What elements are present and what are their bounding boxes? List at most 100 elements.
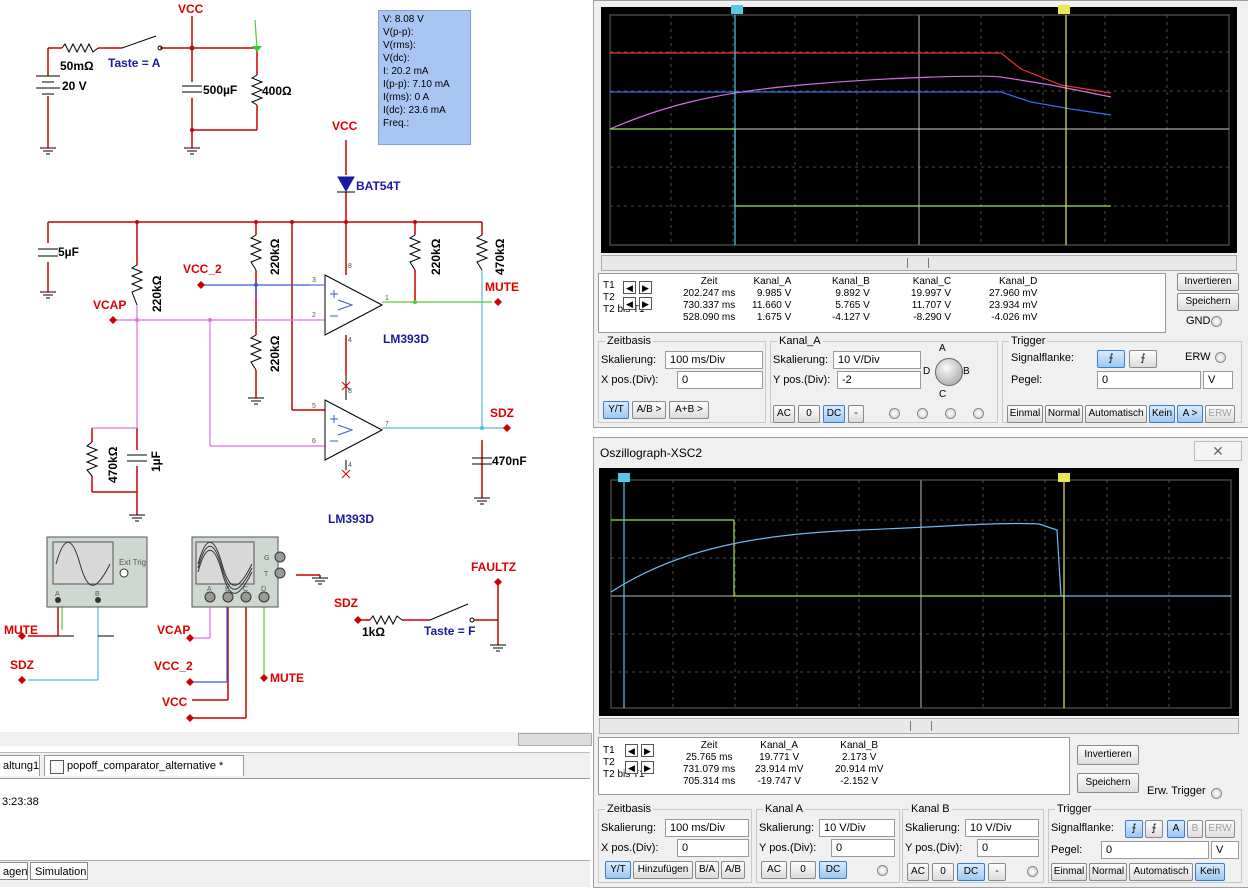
s2-t1-right-button[interactable]: ▶ bbox=[641, 744, 654, 757]
t1-right-button[interactable]: ▶ bbox=[639, 281, 652, 294]
s2-cell-t1-zeit: 25.765 ms bbox=[685, 752, 733, 763]
s2-trig-b-button[interactable]: B bbox=[1187, 820, 1203, 838]
scope2-scroll-thumb[interactable] bbox=[910, 721, 932, 731]
s2-invert-button[interactable]: Invertieren bbox=[1077, 745, 1139, 765]
pegel-unit[interactable]: V bbox=[1203, 371, 1233, 389]
s2-einmal-button[interactable]: Einmal bbox=[1051, 863, 1087, 881]
terminal-c[interactable] bbox=[945, 408, 956, 419]
s2-falling-edge-icon[interactable]: ⨍ bbox=[1145, 820, 1163, 838]
zeitbasis-skal-field[interactable]: 100 ms/Div bbox=[665, 351, 763, 369]
cursor2-marker[interactable] bbox=[1058, 5, 1070, 14]
t1-left-button[interactable]: ◀ bbox=[623, 281, 636, 294]
s2-ab-button[interactable]: A/B bbox=[721, 861, 745, 879]
s2-t2-right-button[interactable]: ▶ bbox=[641, 761, 654, 774]
s2-trig-a-button[interactable]: A bbox=[1167, 820, 1185, 838]
s2-zeitbasis-skal-field[interactable]: 100 ms/Div bbox=[665, 819, 749, 837]
s2-kanal-a-skal-field[interactable]: 10 V/Div bbox=[819, 819, 895, 837]
kanal-skal-field[interactable]: 10 V/Div bbox=[833, 351, 921, 369]
erw-trigger-terminal[interactable] bbox=[1211, 788, 1222, 799]
scope2-cursor2-marker[interactable] bbox=[1058, 473, 1070, 482]
terminal-d[interactable] bbox=[973, 408, 984, 419]
s2-t1-left-button[interactable]: ◀ bbox=[625, 744, 638, 757]
scope2-h-scrollbar[interactable] bbox=[599, 718, 1239, 734]
scope1-h-scrollbar[interactable] bbox=[601, 255, 1237, 271]
s2-cell-diff-b: -2.152 V bbox=[840, 776, 879, 787]
kein-button[interactable]: Kein bbox=[1149, 405, 1175, 423]
s2-normal-button[interactable]: Normal bbox=[1089, 863, 1127, 881]
ba-button[interactable]: B/A bbox=[695, 861, 719, 879]
s2-rising-edge-icon[interactable]: ⨍ bbox=[1125, 820, 1143, 838]
close-icon[interactable]: ✕ bbox=[1194, 441, 1242, 461]
invert-button[interactable]: Invertieren bbox=[1177, 273, 1239, 291]
ab-button[interactable]: A/B > bbox=[632, 401, 666, 419]
s2-b-ac-button[interactable]: AC bbox=[907, 863, 929, 881]
scope2-cursor1-marker[interactable] bbox=[618, 473, 630, 482]
kanal-skal-label: Skalierung: bbox=[773, 354, 829, 366]
s2-zeitbasis-title: Zeitbasis bbox=[605, 803, 654, 815]
hinzufuegen-button[interactable]: Hinzufügen bbox=[633, 861, 693, 879]
gnd-terminal[interactable] bbox=[1211, 316, 1222, 327]
dc-button[interactable]: DC bbox=[823, 405, 845, 423]
cell-t2-b: 5.765 V bbox=[835, 300, 870, 311]
ac-button[interactable]: AC bbox=[773, 405, 795, 423]
scope1-symbol bbox=[46, 536, 148, 608]
s2-automatisch-button[interactable]: Automatisch bbox=[1129, 863, 1193, 881]
probe-line: V(rms): bbox=[383, 40, 416, 51]
erw-trigger-label: Erw. Trigger bbox=[1147, 785, 1206, 797]
schematic-h-scrollbar[interactable] bbox=[0, 732, 592, 746]
label-sdz: SDZ bbox=[490, 406, 514, 420]
s2-a-zero-button[interactable]: 0 bbox=[790, 861, 816, 879]
s2-trig-erw-button[interactable]: ERW bbox=[1205, 820, 1235, 838]
scope1-scroll-thumb[interactable] bbox=[907, 258, 929, 268]
trigger-erw-button[interactable]: ERW bbox=[1205, 405, 1235, 423]
s2-pegel-unit[interactable]: V bbox=[1211, 841, 1239, 859]
erw-terminal[interactable] bbox=[1215, 352, 1226, 363]
falling-edge-icon[interactable]: ⨍ bbox=[1129, 350, 1157, 368]
channel-selector-knob[interactable] bbox=[935, 358, 963, 386]
yt-button[interactable]: Y/T bbox=[603, 401, 629, 419]
t2-left-button[interactable]: ◀ bbox=[623, 297, 636, 310]
s2-yt-button[interactable]: Y/T bbox=[605, 861, 631, 879]
pegel-field[interactable]: 0 bbox=[1097, 371, 1201, 389]
tab-meldungen[interactable]: agen bbox=[0, 862, 28, 880]
trigger-a-button[interactable]: A > bbox=[1177, 405, 1203, 423]
s2-b-minus-button[interactable]: - bbox=[988, 863, 1006, 881]
rising-edge-icon[interactable]: ⨍ bbox=[1097, 350, 1125, 368]
t2-right-button[interactable]: ▶ bbox=[639, 297, 652, 310]
s2-a-dc-button[interactable]: DC bbox=[819, 861, 847, 879]
s2-kanal-b-skal-field[interactable]: 10 V/Div bbox=[965, 819, 1039, 837]
s2-pegel-field[interactable]: 0 bbox=[1101, 841, 1209, 859]
normal-button[interactable]: Normal bbox=[1045, 405, 1083, 423]
s2-zeitbasis-xpos-field[interactable]: 0 bbox=[677, 839, 749, 857]
terminal-a[interactable] bbox=[889, 408, 900, 419]
s2-terminal-b[interactable] bbox=[1027, 866, 1038, 877]
s2-b-zero-button[interactable]: 0 bbox=[932, 863, 954, 881]
s2-a-ac-button[interactable]: AC bbox=[761, 861, 787, 879]
label-r-220k-d: 220kΩ bbox=[429, 238, 443, 275]
save-button[interactable]: Speichern bbox=[1177, 293, 1239, 311]
scroll-thumb[interactable] bbox=[518, 733, 592, 746]
s2-kanal-a-ypos-field[interactable]: 0 bbox=[831, 839, 895, 857]
tab-popoff[interactable]: popoff_comparator_alternative * bbox=[44, 755, 244, 776]
zeitbasis-xpos-field[interactable]: 0 bbox=[677, 371, 763, 389]
einmal-button[interactable]: Einmal bbox=[1007, 405, 1043, 423]
tab-schaltung1[interactable]: altung1 bbox=[0, 755, 40, 776]
s2-kein-button[interactable]: Kein bbox=[1195, 863, 1225, 881]
zero-button[interactable]: 0 bbox=[798, 405, 820, 423]
s2-kanal-a-ypos-label: Y pos.(Div): bbox=[759, 842, 817, 854]
s2-cell-t2-a: 23.914 mV bbox=[755, 764, 804, 775]
s2-kanal-b-ypos-field[interactable]: 0 bbox=[977, 839, 1039, 857]
a-plus-b-button[interactable]: A+B > bbox=[669, 401, 709, 419]
cursor1-marker[interactable] bbox=[731, 5, 743, 14]
s2-t2-left-button[interactable]: ◀ bbox=[625, 761, 638, 774]
terminal-b[interactable] bbox=[917, 408, 928, 419]
kanal-ypos-field[interactable]: -2 bbox=[837, 371, 921, 389]
label-mute-in: MUTE bbox=[4, 623, 38, 637]
s2-terminal-a[interactable] bbox=[877, 865, 888, 876]
automatisch-button[interactable]: Automatisch bbox=[1085, 405, 1147, 423]
tab-simulation[interactable]: Simulation bbox=[30, 862, 88, 880]
s2-b-dc-button[interactable]: DC bbox=[957, 863, 985, 881]
s2-save-button[interactable]: Speichern bbox=[1077, 773, 1139, 793]
minus-button[interactable]: - bbox=[848, 405, 864, 423]
